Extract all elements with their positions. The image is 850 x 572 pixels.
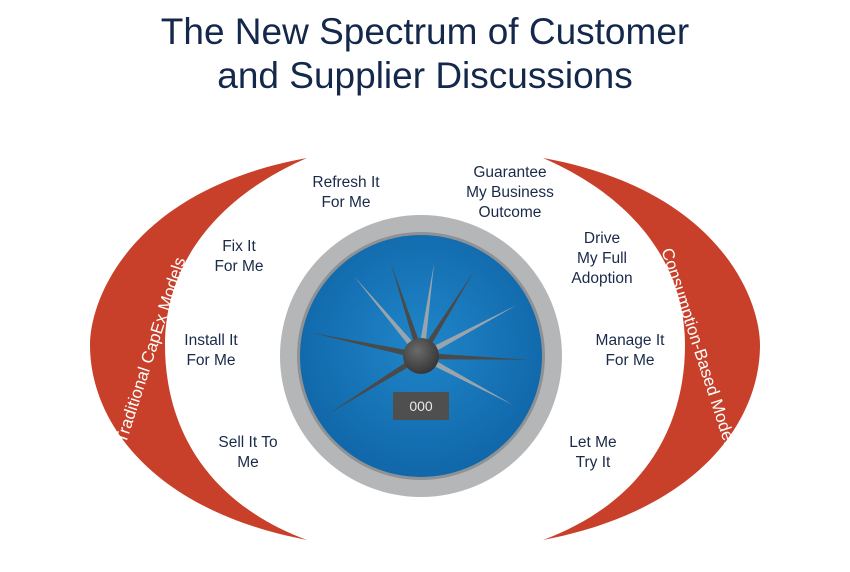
page-title-line-1: The New Spectrum of Customer: [160, 11, 690, 52]
gauge-needles: [311, 262, 529, 415]
gauge-needle: [419, 305, 517, 359]
gauge-needle: [354, 276, 424, 359]
gauge: 000: [280, 215, 562, 497]
gauge-readout-box: [393, 392, 449, 420]
gauge-needle: [417, 262, 435, 357]
gauge-needle: [419, 353, 513, 405]
traditional-capex-arc: [90, 158, 307, 540]
consumption-based-arc: [543, 158, 760, 540]
gauge-needle: [418, 271, 474, 358]
page-title: The New Spectrum of Customer and Supplie…: [0, 10, 850, 98]
gauge-needle: [327, 353, 423, 415]
gauge-needle: [390, 262, 425, 357]
gauge-readout: 000: [409, 398, 433, 414]
gauge-needle: [420, 352, 529, 360]
gauge-needle: [311, 332, 422, 360]
gauge-hub: [403, 338, 439, 374]
page-title-line-2: and Supplier Discussions: [217, 55, 633, 96]
